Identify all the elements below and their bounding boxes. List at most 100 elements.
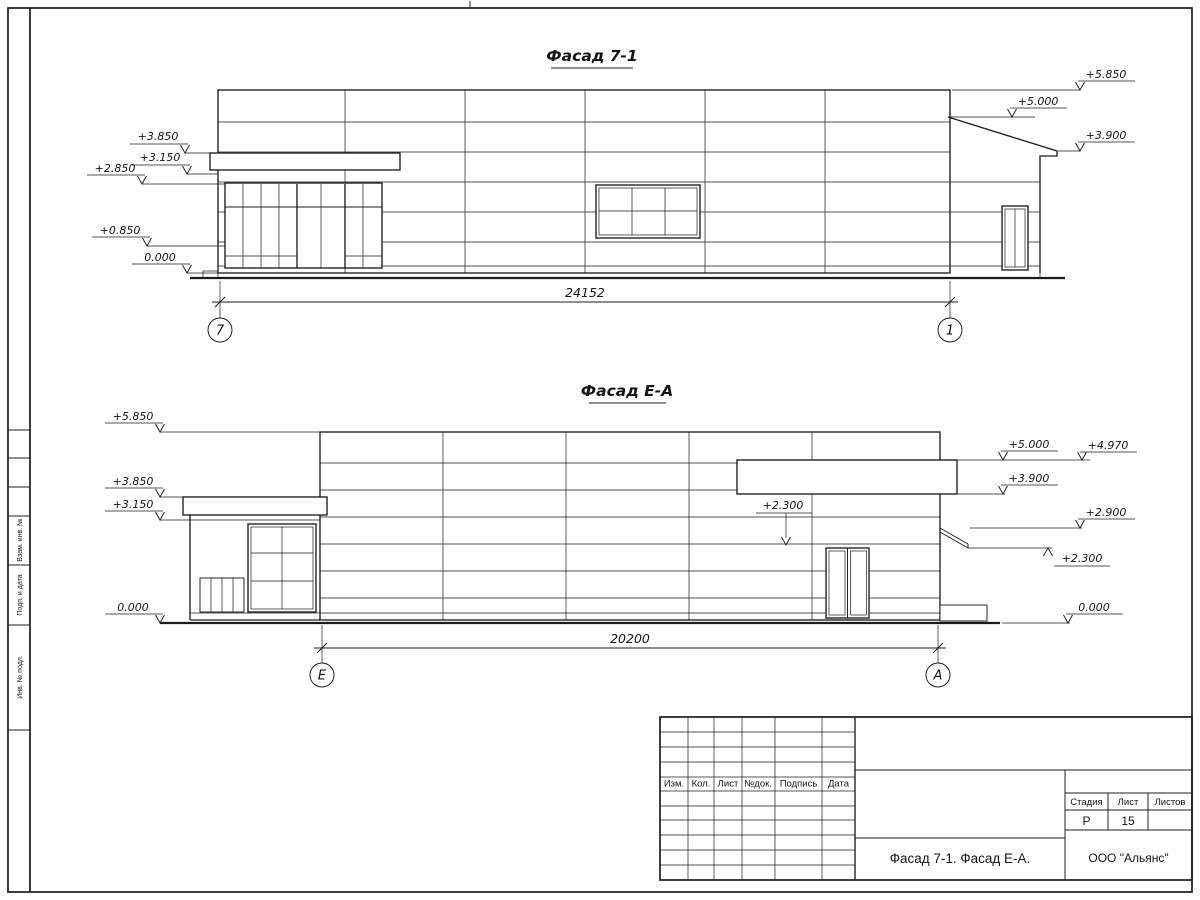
window-grid	[251, 527, 313, 609]
level-note: +2.300	[756, 499, 812, 546]
stage-value: Р	[1082, 814, 1090, 828]
dimension-value: 24152	[565, 285, 605, 300]
elevation-mark: +3.150	[132, 151, 218, 175]
elevation-value: +3.850	[113, 475, 154, 488]
extension-lines	[219, 281, 951, 318]
left-wall	[189, 515, 320, 621]
axis-label: 7	[216, 324, 225, 339]
storefront-frame	[224, 182, 383, 269]
elevation-mark: +2.900	[970, 506, 1135, 529]
elevation-mark: +5.000	[957, 438, 1090, 461]
column-header: Лист	[718, 779, 739, 790]
window-frame	[595, 184, 701, 239]
elevation-mark: +5.000	[950, 95, 1067, 118]
facade-e-a: Фасад Е-А	[105, 382, 1137, 688]
column-header: №док.	[744, 779, 772, 790]
storefront	[224, 182, 383, 269]
facade-7-1-elevation-marks-left: +3.850 +3.150 +2.850 +0.850 0.000	[87, 130, 225, 274]
axis-label: 1	[946, 324, 954, 339]
elevation-value: +5.850	[113, 410, 154, 423]
dimension-ticks	[214, 296, 956, 308]
facade-e-a-elevation-marks-left: +5.850 +3.850 +3.150 0.000	[105, 410, 322, 624]
elevation-value: +2.850	[95, 162, 136, 175]
small-canopy	[939, 527, 969, 549]
company-name: ООО "Альянс"	[1088, 851, 1168, 865]
door-frame	[296, 184, 346, 268]
elevation-value: +3.150	[113, 498, 154, 511]
facade-e-a-building	[160, 431, 1000, 625]
elevation-value: +0.850	[100, 224, 141, 237]
stamp-strip-label: Подп. и дата	[17, 574, 24, 615]
siding-lines	[320, 462, 940, 599]
elevation-value: +3.850	[138, 130, 179, 143]
window-inner-frame	[598, 187, 698, 236]
title-block-border	[659, 716, 1193, 881]
elevation-value: +2.300	[1062, 552, 1103, 565]
column-header: Изм.	[664, 779, 684, 790]
sheet-label: Лист	[1118, 797, 1139, 808]
main-wall-outline	[217, 89, 951, 274]
sheet-value: 15	[1121, 814, 1135, 828]
elevation-mark: 0.000	[132, 251, 218, 274]
elevation-value: +3.900	[1009, 472, 1050, 485]
column-header: Дата	[828, 779, 850, 790]
elevation-value: +2.900	[1086, 506, 1127, 519]
stamp-strip-label: Инв. № подл.	[17, 655, 24, 699]
facade-7-1-title: Фасад 7-1	[546, 47, 637, 65]
elevation-value: 0.000	[1078, 601, 1110, 614]
elevation-mark: +2.300	[968, 547, 1110, 567]
dimension-value: 20200	[610, 631, 650, 646]
facade-7-1-elevation-marks-right: +5.850 +5.000 +3.900	[950, 68, 1135, 152]
facade-7-1-building	[190, 89, 1065, 280]
roof-band	[736, 459, 958, 495]
axis-bubble	[309, 662, 335, 688]
elevation-value: +5.000	[1009, 438, 1050, 451]
window-grid	[599, 188, 697, 235]
column-header: Кол.	[692, 779, 711, 790]
outer-border	[7, 7, 1193, 893]
axis-label: А	[933, 669, 943, 684]
axis-bubble	[937, 317, 963, 343]
right-stoop	[939, 604, 988, 622]
facade-7-1-dimension: 24152 7 1	[207, 281, 963, 343]
side-door	[1001, 205, 1029, 271]
stage-label: Стадия	[1070, 797, 1102, 808]
facade-e-a-title: Фасад Е-А	[581, 382, 673, 400]
facade-7-1: Фасад 7-1	[87, 47, 1135, 343]
mullions	[242, 184, 364, 268]
note-value: +2.300	[763, 499, 804, 512]
entrance-canopy	[209, 152, 401, 171]
revision-columns	[687, 717, 823, 880]
facade-e-a-elevation-marks-right: +5.000 +4.970 +3.900 +2.900 +2.300 0.000	[957, 438, 1137, 624]
column-header: Подпись	[780, 779, 818, 790]
extension-lines	[321, 625, 939, 663]
sheets-label: Листов	[1155, 797, 1186, 808]
elevation-value: +3.150	[140, 151, 181, 164]
panel-joints	[442, 432, 813, 620]
door-leaf-right	[850, 550, 867, 616]
left-window	[247, 523, 317, 613]
axis-bubble	[207, 317, 233, 343]
elevation-value: 0.000	[144, 251, 176, 264]
title-block: Изм. Кол. Лист №док. Подпись Дата Стадия…	[659, 716, 1193, 881]
stamp-strip-label: Взам. инв. №	[17, 518, 24, 561]
page-frame: Взам. инв. № Подп. и дата Инв. № подл.	[7, 1, 1193, 893]
dimension-ticks	[316, 642, 944, 654]
elevation-value: 0.000	[117, 601, 149, 614]
elevation-mark: +3.150	[105, 498, 190, 521]
grille-slats	[210, 578, 234, 612]
elevation-mark: 0.000	[1002, 601, 1123, 624]
elevation-mark: 0.000	[105, 601, 165, 624]
elevation-mark: +2.850	[87, 162, 225, 185]
elevation-value: +5.000	[1018, 95, 1059, 108]
title-block-grid	[855, 769, 1192, 880]
middle-window	[595, 184, 701, 239]
elevation-mark: +3.850	[130, 130, 210, 154]
lean-to-roof	[947, 116, 1058, 273]
elevation-mark: +3.850	[105, 475, 185, 498]
axis-bubble	[925, 662, 951, 688]
main-wall-outline	[319, 431, 941, 621]
left-canopy	[182, 496, 328, 516]
